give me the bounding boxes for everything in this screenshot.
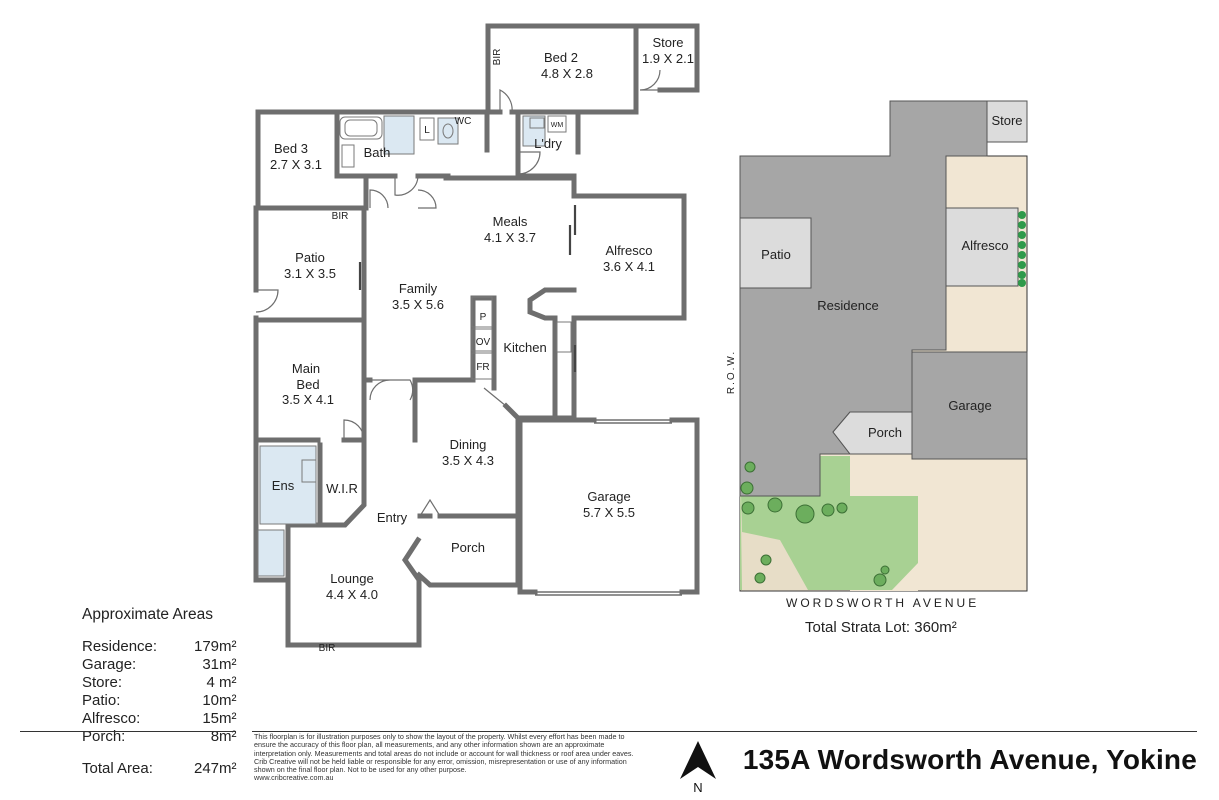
- room-dining-size: 3.5 X 4.3: [442, 453, 494, 468]
- area-row: Porch: 8m²: [82, 728, 237, 746]
- area-value: 10m²: [202, 692, 237, 709]
- site-label-porch: Porch: [868, 425, 902, 440]
- total-strata-lot: Total Strata Lot: 360m²: [805, 619, 957, 636]
- garden-shrubs: [740, 461, 890, 587]
- site-label-row: R.O.W.: [726, 350, 737, 394]
- alfresco-hedge: [1018, 211, 1026, 287]
- total-area-label: Total Area:: [82, 760, 153, 777]
- room-bed2-size: 4.8 X 2.8: [541, 66, 593, 81]
- room-main-bed-size: 3.5 X 4.1: [282, 392, 334, 407]
- room-alfresco-size: 3.6 X 4.1: [603, 259, 655, 274]
- site-plan: [739, 100, 1028, 592]
- label-oven: OV: [476, 337, 491, 348]
- label-linen: L: [424, 125, 430, 136]
- room-meals-name: Meals: [493, 214, 528, 229]
- area-label: Patio:: [82, 692, 121, 709]
- room-bed3-size: 2.7 X 3.1: [270, 157, 322, 172]
- area-value: 8m²: [210, 728, 237, 745]
- area-label: Store:: [82, 674, 123, 691]
- room-garage-size: 5.7 X 5.5: [583, 505, 635, 520]
- areas-title: Approximate Areas: [82, 606, 213, 623]
- room-meals-size: 4.1 X 3.7: [484, 230, 536, 245]
- room-patio-size: 3.1 X 3.5: [284, 266, 336, 281]
- site-label-alfresco: Alfresco: [962, 238, 1009, 253]
- label-bir-lounge: BIR: [319, 643, 336, 654]
- room-family-name: Family: [399, 281, 438, 296]
- area-row: Alfresco: 15m²: [82, 710, 237, 728]
- fixtures: [257, 115, 572, 577]
- website-link[interactable]: www.cribcreative.com.au: [254, 773, 334, 783]
- sliding-doors: [358, 205, 577, 372]
- area-row: Store: 4 m²: [82, 674, 237, 692]
- north-arrow-icon: N: [680, 741, 716, 794]
- room-store-name: Store: [652, 35, 683, 50]
- area-label: Residence:: [82, 638, 158, 655]
- room-laundry-name: L'dry: [534, 136, 562, 151]
- areas-table: Residence: 179m² Garage: 31m² Store: 4 m² P…: [82, 638, 237, 746]
- area-row: Patio: 10m²: [82, 692, 237, 710]
- disclaimer-text: This floorplan is for illustration purpo…: [254, 732, 634, 775]
- label-wm: WM: [551, 122, 564, 129]
- room-labels: Bed 2 4.8 X 2.8 Store 1.9 X 2.1 Bed 3 2.…: [270, 35, 694, 654]
- room-family-size: 3.5 X 5.6: [392, 297, 444, 312]
- street-name: WORDSWORTH AVENUE: [786, 596, 980, 610]
- label-fridge: FR: [476, 362, 489, 373]
- label-pantry: P: [480, 312, 487, 323]
- label-bir-bed3: BIR: [332, 211, 349, 222]
- room-garage-name: Garage: [587, 489, 630, 504]
- disclaimer: This floorplan is for illustration purpo…: [254, 732, 634, 783]
- area-row: Garage: 31m²: [82, 656, 237, 674]
- area-value: 31m²: [202, 656, 237, 673]
- approximate-areas: Approximate Areas Residence: 179m² Garage…: [82, 606, 237, 778]
- room-porch-name: Porch: [451, 540, 485, 555]
- room-wc-name: WC: [455, 116, 472, 127]
- area-row: Residence: 179m²: [82, 638, 237, 656]
- room-store-size: 1.9 X 2.1: [642, 51, 694, 66]
- door-swings: [255, 69, 661, 571]
- room-dining-name: Dining: [450, 437, 487, 452]
- total-area: Total Area: 247m²: [82, 760, 237, 778]
- area-value: 4 m²: [206, 674, 237, 691]
- label-bir-bed2: BIR: [492, 49, 503, 66]
- room-bed2-name: Bed 2: [544, 50, 578, 65]
- room-main-bed-name-2: Bed: [296, 377, 319, 392]
- room-ens-name: Ens: [272, 478, 295, 493]
- site-label-patio: Patio: [761, 247, 791, 262]
- room-wir-name: W.I.R: [326, 481, 358, 496]
- room-entry-name: Entry: [377, 510, 408, 525]
- divider-footer: [252, 731, 1197, 732]
- room-bed3-name: Bed 3: [274, 141, 308, 156]
- property-address: 135A Wordsworth Avenue, Yokine: [742, 744, 1197, 775]
- area-value: 15m²: [202, 710, 237, 727]
- room-kitchen-name: Kitchen: [503, 340, 546, 355]
- area-label: Alfresco:: [82, 710, 141, 727]
- area-label: Garage:: [82, 656, 137, 673]
- site-plan-labels: Store Patio Alfresco Residence Garage Po…: [726, 113, 1023, 440]
- site-label-residence: Residence: [817, 298, 878, 313]
- site-label-store: Store: [991, 113, 1022, 128]
- total-area-value: 247m²: [194, 760, 237, 777]
- room-bath-name: Bath: [364, 145, 391, 160]
- room-lounge-size: 4.4 X 4.0: [326, 587, 378, 602]
- floorplan-windows: [260, 25, 682, 646]
- area-value: 179m²: [194, 638, 237, 655]
- floorplan-walls: [253, 23, 700, 648]
- site-label-garage: Garage: [948, 398, 991, 413]
- north-label: N: [693, 780, 702, 794]
- room-lounge-name: Lounge: [330, 571, 373, 586]
- room-main-bed-name-1: Main: [292, 361, 320, 376]
- room-alfresco-name: Alfresco: [606, 243, 653, 258]
- divider-left: [20, 731, 236, 732]
- area-label: Porch:: [82, 728, 126, 745]
- room-patio-name: Patio: [295, 250, 325, 265]
